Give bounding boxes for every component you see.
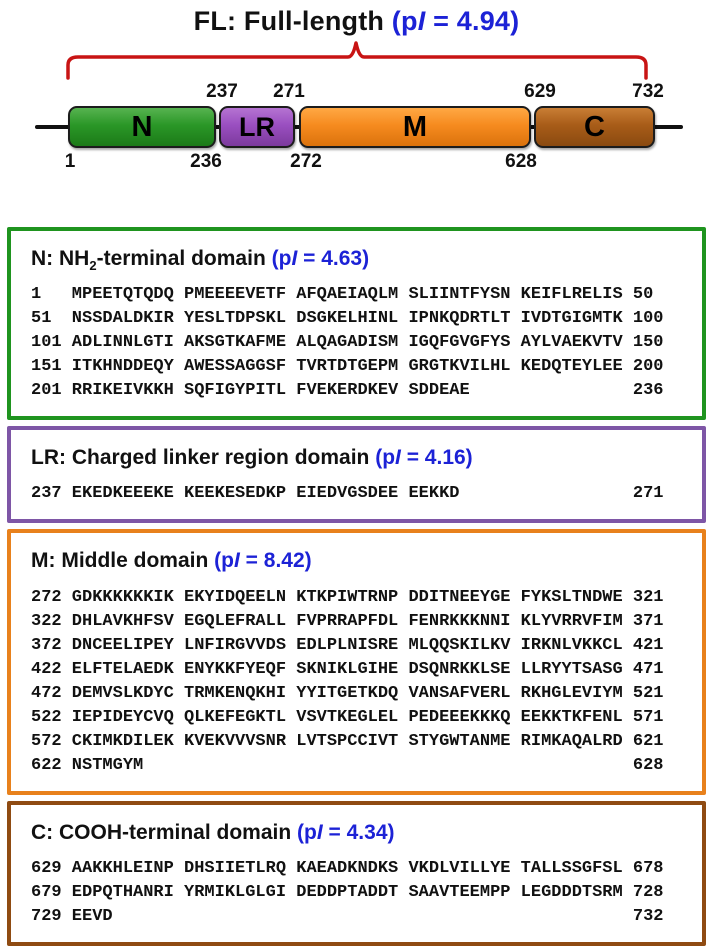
panel-m-sequence-block: 272 GDKKKKKKIK EKYIDQEELN KTKPIWTRNP DDI… (31, 587, 664, 775)
panel-lr-sequence-block: 237 EKEDKEEEKE KEEKESEDKP EIEDVGSDEE EEK… (31, 484, 664, 504)
panel-lr-header: LR: Charged linker region domain (pI = 4… (31, 446, 682, 472)
domain-box-lr: LR (219, 106, 295, 148)
residue-label-236: 236 (190, 151, 222, 172)
domain-diagram: 237 271 629 732 N LR M C 1 236 272 628 (0, 81, 713, 177)
title-pi-rest: = 4.94) (425, 6, 520, 36)
residue-label-237: 237 (206, 81, 238, 102)
full-length-brace (66, 41, 648, 80)
domain-box-c-label: C (584, 110, 605, 143)
domain-box-c: C (534, 106, 655, 148)
figure-title: FL: Full-length (pI = 4.94) (0, 6, 713, 37)
panel-c-terminal-domain: C: COOH-terminal domain (pI = 4.34) 629 … (7, 800, 706, 946)
panel-m-pi: (pI = 8.42) (208, 549, 312, 573)
panel-n-header-subscript: 2 (89, 258, 97, 274)
panel-c-header-part1: C: COOH-terminal domain (31, 820, 292, 844)
residue-label-628: 628 (505, 151, 537, 172)
protein-domain-figure: FL: Full-length (pI = 4.94) 237 271 629 … (0, 6, 713, 946)
sequence-panels: N: NH2-terminal domain (pI = 4.63) 1 MPE… (0, 227, 713, 946)
panel-m-header-part1: M: Middle domain (31, 549, 209, 573)
panel-n-header-part1: N: NH (31, 247, 90, 270)
brace-path (66, 41, 648, 80)
panel-m-header: M: Middle domain (pI = 8.42) (31, 549, 682, 575)
panel-c-header: C: COOH-terminal domain (pI = 4.34) (31, 821, 682, 847)
residue-label-271: 271 (273, 81, 305, 102)
panel-n-header-part2: -terminal domain (96, 247, 266, 270)
residue-label-272: 272 (290, 151, 322, 172)
title-pi: (pI = 4.94) (384, 6, 519, 36)
residue-label-629: 629 (524, 81, 556, 102)
panel-c-sequence-block: 629 AAKKHLEINP DHSIIETLRQ KAEADKNDKS VKD… (31, 858, 664, 926)
residue-label-1: 1 (64, 151, 76, 172)
panel-n-terminal-domain: N: NH2-terminal domain (pI = 4.63) 1 MPE… (7, 227, 706, 421)
domain-box-m-label: M (402, 110, 428, 143)
residue-label-732: 732 (632, 81, 664, 102)
panel-lr-header-part1: LR: Charged linker region domain (31, 446, 370, 470)
panel-n-sequence-block: 1 MPEETQTQDQ PMEEEEVETF AFQAEIAQLM SLIIN… (31, 285, 664, 401)
panel-linker-region-domain: LR: Charged linker region domain (pI = 4… (7, 426, 706, 524)
panel-c-pi: (pI = 4.34) (291, 820, 395, 844)
panel-n-header: N: NH2-terminal domain (pI = 4.63) (31, 247, 682, 273)
panel-n-pi: (pI = 4.63) (265, 247, 370, 270)
title-main: FL: Full-length (193, 6, 385, 36)
title-pi-italic: I (417, 6, 426, 36)
domain-box-n: N (68, 106, 216, 148)
domain-box-m: M (299, 106, 531, 148)
title-pi-open: (p (384, 6, 418, 36)
panel-lr-pi: (pI = 4.16) (369, 446, 473, 470)
domain-box-n-label: N (131, 110, 153, 143)
domain-box-lr-label: LR (239, 111, 275, 142)
panel-middle-domain: M: Middle domain (pI = 8.42) 272 GDKKKKK… (7, 529, 706, 795)
